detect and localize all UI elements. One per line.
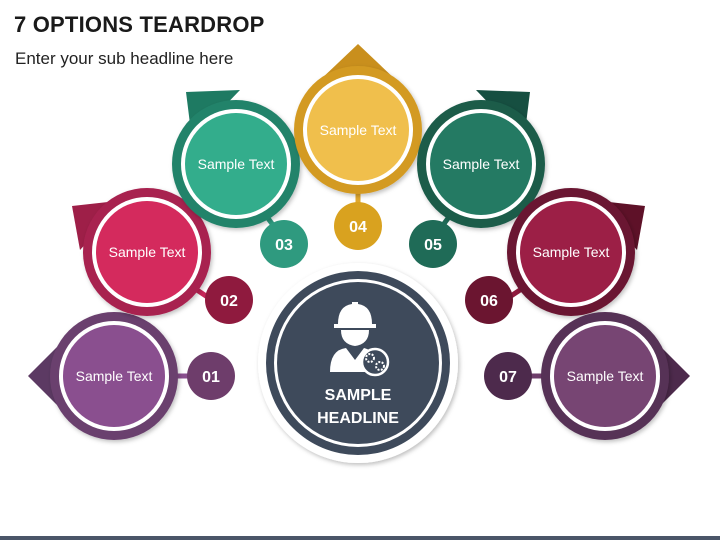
option-04-circle: [307, 79, 409, 181]
option-01-circle: [63, 325, 165, 427]
option-03: Sample Text 03: [172, 90, 308, 268]
page-subtitle: Enter your sub headline here: [15, 49, 234, 68]
option-02-text: Sample Text: [109, 244, 186, 260]
option-03-text: Sample Text: [198, 156, 275, 172]
page-title: 7 OPTIONS TEARDROP: [14, 12, 265, 37]
option-05: Sample Text 05: [409, 90, 545, 268]
option-06-circle: [520, 201, 622, 303]
option-04-number-badge: [334, 202, 382, 250]
option-07-number: 07: [499, 369, 517, 386]
option-07: Sample Text 07: [484, 312, 690, 440]
option-02-number-badge: [205, 276, 253, 324]
option-04-number: 04: [349, 219, 367, 236]
option-06-number-badge: [465, 276, 513, 324]
option-05-text: Sample Text: [443, 156, 520, 172]
center-headline-line1: SAMPLE: [325, 387, 392, 404]
option-07-number-badge: [484, 352, 532, 400]
option-03-number: 03: [275, 237, 293, 254]
engineer-gear-icon: [330, 302, 390, 377]
option-07-circle: [554, 325, 656, 427]
option-01: Sample Text 01: [28, 312, 235, 440]
option-07-text: Sample Text: [567, 368, 644, 384]
option-01-number-badge: [187, 352, 235, 400]
option-05-circle: [430, 113, 532, 215]
center-node: SAMPLE HEADLINE: [258, 263, 458, 463]
option-06-number: 06: [480, 293, 498, 310]
option-04-text: Sample Text: [320, 122, 397, 138]
option-05-number-badge: [409, 220, 457, 268]
option-06: Sample Text 06: [465, 188, 645, 324]
option-02-circle: [96, 201, 198, 303]
bottom-accent-bar: [0, 536, 720, 540]
option-05-number: 05: [424, 237, 442, 254]
option-01-number: 01: [202, 369, 220, 386]
option-02: Sample Text 02: [72, 188, 253, 324]
option-01-text: Sample Text: [76, 368, 153, 384]
option-03-circle: [185, 113, 287, 215]
option-01-teardrop-tip: [28, 344, 60, 408]
center-headline-line2: HEADLINE: [317, 410, 399, 427]
option-06-text: Sample Text: [533, 244, 610, 260]
option-03-number-badge: [260, 220, 308, 268]
option-02-number: 02: [220, 293, 238, 310]
option-04: Sample Text 04: [294, 44, 422, 250]
